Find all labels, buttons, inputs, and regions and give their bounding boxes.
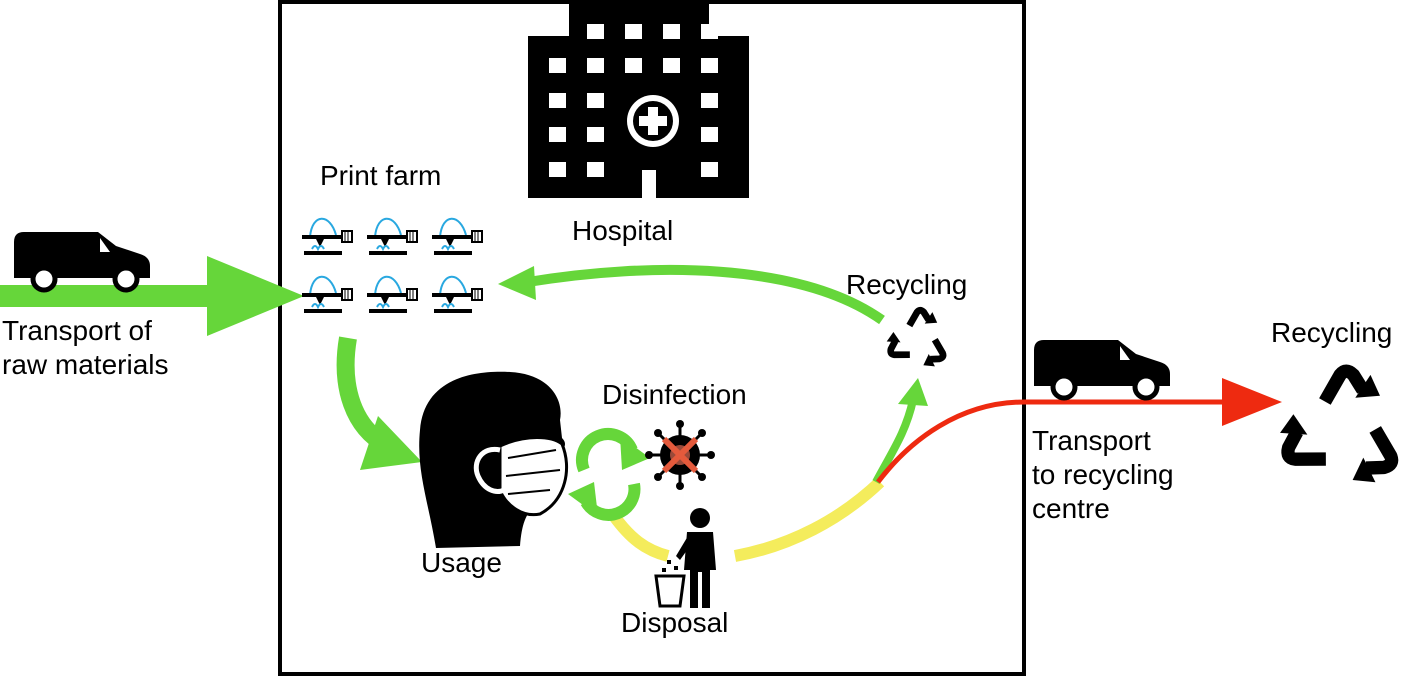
3d-printer-icon [366, 217, 418, 256]
disposal-label: Disposal [621, 607, 728, 638]
3d-printer-icon [301, 275, 353, 314]
transport-raw-label-line2: raw materials [2, 349, 168, 380]
hospital-label: Hospital [572, 215, 673, 246]
3d-printer-icon [366, 275, 418, 314]
usage-label: Usage [421, 547, 502, 578]
masked-head-icon [419, 371, 569, 548]
transport-recycling-label-line2: to recycling [1032, 459, 1174, 490]
transport-recycling-label-line1: Transport [1032, 425, 1151, 456]
transport-recycling-label-line3: centre [1032, 493, 1110, 524]
recycle-icon [1272, 371, 1402, 492]
recycle-icon [883, 310, 948, 371]
hospital-building-icon [528, 2, 749, 200]
recycling-inner-label: Recycling [846, 269, 967, 300]
crossed-virus-icon [645, 420, 715, 490]
recycling-to-printfarm-arrow [498, 264, 885, 325]
print-farm-label: Print farm [320, 160, 441, 191]
3d-printer-icon [301, 217, 353, 256]
recycling-outer-label: Recycling [1271, 317, 1392, 348]
printfarm-to-usage-arrow [336, 336, 422, 470]
transport-raw-label-line1: Transport of [2, 315, 152, 346]
van-icon [1034, 340, 1170, 398]
raw-materials-arrow [0, 256, 304, 336]
disposal-to-transfer-flow [733, 477, 885, 562]
disposal-to-recycling-arrow [872, 378, 928, 484]
3d-printer-icon [431, 275, 483, 314]
waste-bin-icon [654, 560, 686, 608]
person-icon [676, 508, 716, 608]
3d-printer-icon [431, 217, 483, 256]
usage-to-disposal-flow [609, 512, 670, 562]
disinfection-label: Disinfection [602, 379, 747, 410]
print-farm-icon [301, 217, 483, 314]
transport-to-recycling-centre-arrow [876, 378, 1282, 484]
van-icon [14, 232, 150, 290]
disinfection-cycle-icon [568, 428, 650, 521]
